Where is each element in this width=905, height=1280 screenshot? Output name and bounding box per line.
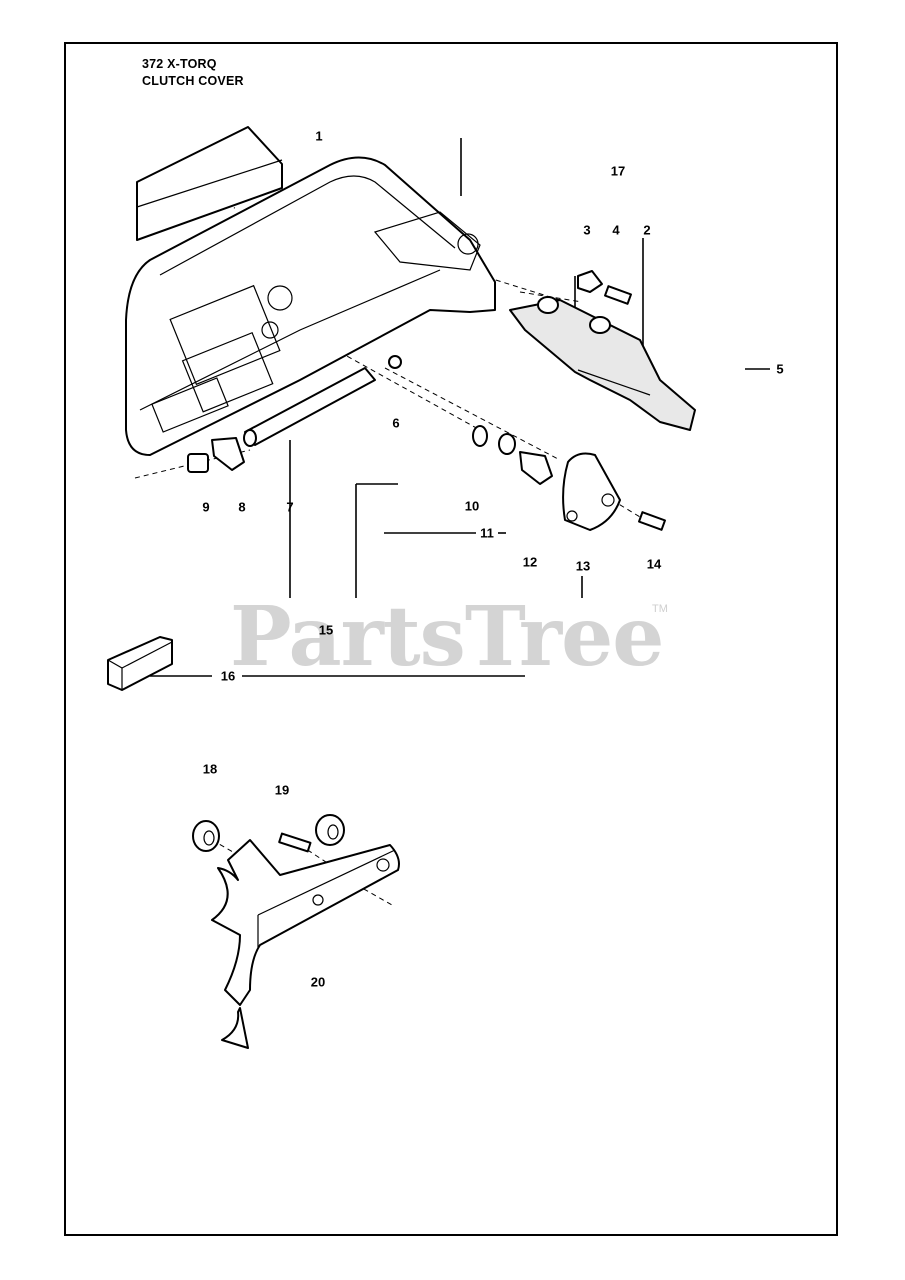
callout-14: 14 — [646, 556, 662, 572]
callout-15: 15 — [318, 622, 334, 638]
callout-12: 12 — [522, 554, 538, 570]
callout-5: 5 — [776, 361, 784, 377]
callout-6: 6 — [392, 415, 400, 431]
callout-17: 17 — [610, 163, 626, 179]
callout-18: 18 — [202, 761, 218, 777]
callout-19: 19 — [274, 782, 290, 798]
tensioner-parts-10-12 — [472, 425, 553, 485]
callout-13: 13 — [575, 558, 591, 574]
model-title: 372 X-TORQ — [142, 57, 217, 71]
trademark-mark: TM — [652, 603, 668, 615]
callout-7: 7 — [286, 499, 294, 515]
callout-11: 11 — [480, 525, 494, 541]
cover-plate-parts-13-14 — [562, 452, 666, 531]
stud-bolt-part-7 — [243, 355, 402, 447]
small-parts-8-9 — [187, 437, 245, 473]
nut-screw-parts-3-4 — [577, 270, 632, 305]
callout-10: 10 — [464, 498, 480, 514]
partstree-watermark: PartsTree — [230, 589, 664, 685]
rubber-block-part-16 — [107, 636, 173, 691]
callout-4: 4 — [612, 222, 620, 238]
callout-20: 20 — [310, 974, 326, 990]
chain-guide-part-2 — [509, 296, 696, 431]
section-title: CLUTCH COVER — [142, 74, 244, 88]
plate-part-17 — [136, 126, 283, 241]
callout-9: 9 — [202, 499, 210, 515]
clutch-cover-part-1 — [125, 156, 496, 456]
diagram-frame — [64, 42, 838, 1236]
callout-1: 1 — [315, 128, 323, 144]
callout-8: 8 — [238, 499, 246, 515]
callout-2: 2 — [643, 222, 651, 238]
bumper-spike-parts-18-20 — [192, 814, 400, 1049]
callout-16: 16 — [220, 668, 236, 684]
callout-3: 3 — [583, 222, 591, 238]
